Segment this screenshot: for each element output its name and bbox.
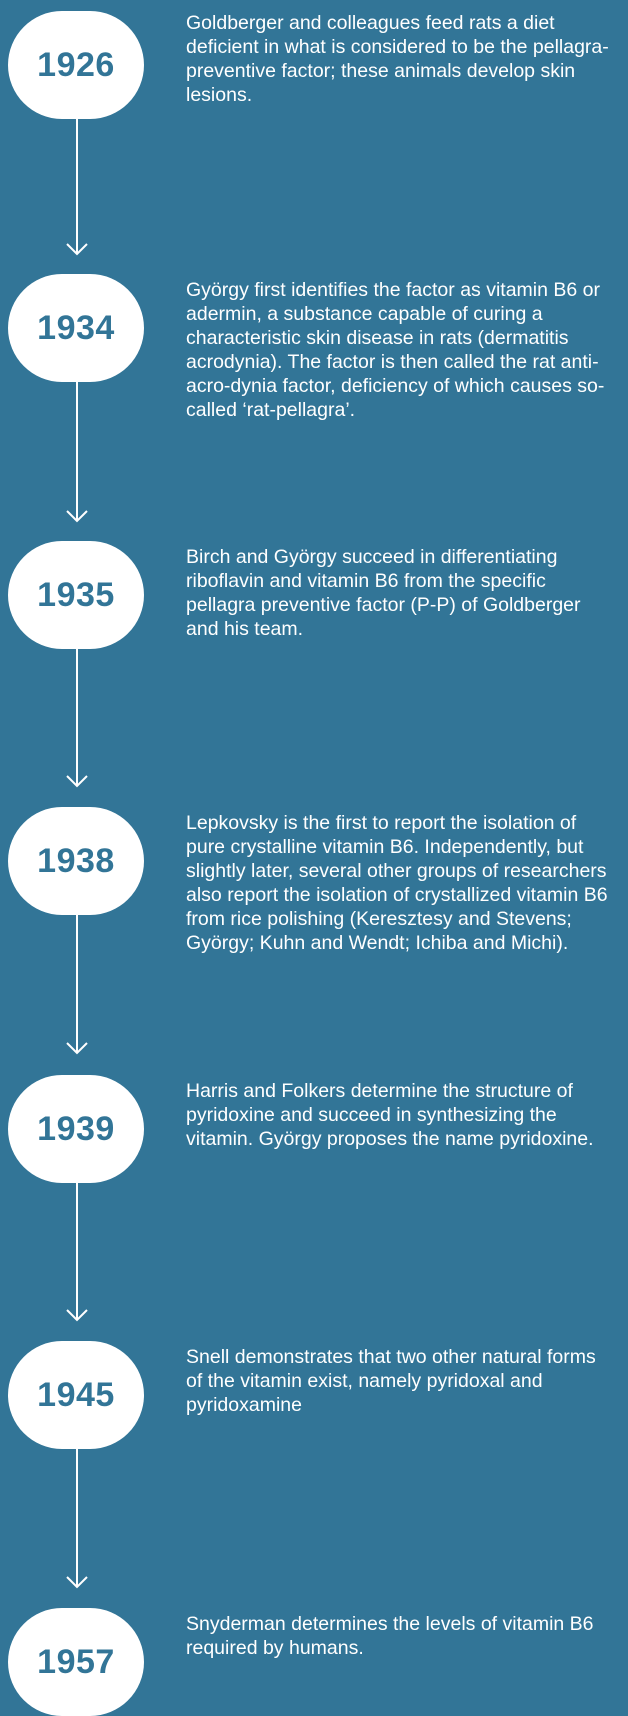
arrow-down-icon bbox=[66, 1449, 88, 1589]
event-description-1926: Goldberger and colleagues feed rats a di… bbox=[186, 12, 609, 106]
year-label: 1939 bbox=[37, 1109, 115, 1148]
year-badge-1939: 1939 bbox=[8, 1075, 144, 1183]
arrow-down-icon bbox=[66, 382, 88, 523]
year-label: 1935 bbox=[37, 575, 115, 614]
event-description-1945: Snell demonstrates that two other natura… bbox=[186, 1346, 596, 1416]
year-badge-1938: 1938 bbox=[8, 807, 144, 915]
year-badge-1934: 1934 bbox=[8, 274, 144, 382]
year-label: 1926 bbox=[37, 45, 115, 84]
arrow-down-icon bbox=[66, 649, 88, 788]
year-label: 1934 bbox=[37, 308, 115, 347]
year-label: 1957 bbox=[37, 1642, 115, 1681]
arrow-down-icon bbox=[66, 915, 88, 1055]
year-badge-1957: 1957 bbox=[8, 1608, 144, 1716]
arrow-down-icon bbox=[66, 119, 88, 256]
event-description-1934: György first identifies the factor as vi… bbox=[186, 279, 605, 421]
event-description-1935: Birch and György succeed in differentiat… bbox=[186, 546, 581, 640]
event-description-1938: Lepkovsky is the first to report the iso… bbox=[186, 812, 608, 954]
year-label: 1945 bbox=[37, 1375, 115, 1414]
arrow-down-icon bbox=[66, 1183, 88, 1322]
year-badge-1935: 1935 bbox=[8, 541, 144, 649]
year-badge-1945: 1945 bbox=[8, 1341, 144, 1449]
year-label: 1938 bbox=[37, 841, 115, 880]
event-description-1939: Harris and Folkers determine the structu… bbox=[186, 1080, 594, 1150]
year-badge-1926: 1926 bbox=[8, 11, 144, 119]
event-description-1957: Snyderman determines the levels of vitam… bbox=[186, 1613, 594, 1659]
